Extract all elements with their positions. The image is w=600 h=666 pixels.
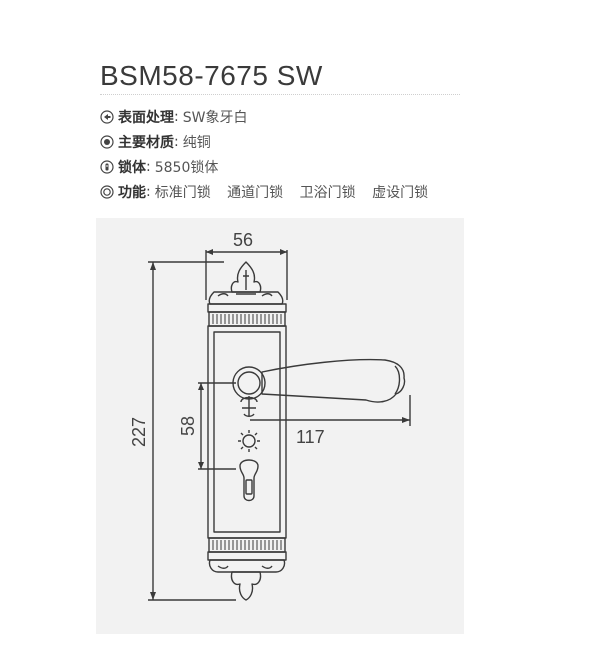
lever-handle [261, 358, 406, 403]
material-icon [100, 134, 114, 149]
decorative-emblem [240, 396, 258, 417]
spec-material: 主要材质: 纯铜 [100, 129, 440, 154]
handle-arrow [402, 417, 410, 423]
width-dimension-label: 56 [233, 230, 253, 250]
lock-technical-drawing: 56 117 227 58 [129, 230, 411, 601]
spec-colon: : [174, 133, 179, 150]
spec-lock-body-label: 锁体 [118, 159, 146, 176]
title-divider [100, 94, 460, 95]
finial-detail [243, 270, 249, 290]
handle-rose-inner [237, 371, 261, 395]
product-title: BSM58-7675 SW [100, 60, 323, 91]
flower-petals [238, 430, 260, 452]
spec-finish: 表面处理: SW象牙白 [100, 104, 440, 129]
bottom-finial [230, 571, 262, 601]
backplate-inner-border [213, 331, 281, 533]
comb-teeth [212, 314, 282, 324]
backplate [207, 325, 287, 539]
function-icon [100, 184, 114, 199]
spec-colon: : [146, 183, 151, 200]
function-option: 通道门锁 [227, 184, 284, 201]
spec-finish-label: 表面处理 [118, 109, 174, 126]
spec-material-label: 主要材质 [118, 134, 174, 151]
spec-list: 表面处理: SW象牙白 主要材质: 纯铜 锁体: 5850锁体 功能: 标准门锁… [100, 104, 440, 204]
spec-function-value: 标准门锁 通道门锁 卫浴门锁 虚设门锁 [155, 182, 440, 202]
capital-scroll [217, 293, 273, 297]
keyhole-slot [245, 479, 253, 495]
comb-band [208, 311, 286, 327]
capital-band [207, 303, 287, 313]
spec-function: 功能: 标准门锁 通道门锁 卫浴门锁 虚设门锁 [100, 179, 440, 204]
decorative-flower [242, 434, 256, 448]
function-option: 虚设门锁 [372, 184, 429, 201]
spec-finish-value: SW象牙白 [182, 109, 248, 126]
spec-lock-body-value: 5850锁体 [154, 159, 219, 176]
spec-colon: : [174, 108, 179, 125]
bottom-capital-band [207, 551, 287, 561]
bottom-comb-teeth [212, 540, 282, 550]
finish-icon [100, 109, 114, 124]
bottom-capital-scroll [217, 565, 273, 569]
lever-handle-tip-detail [394, 365, 401, 395]
spec-function-label: 功能 [118, 184, 146, 201]
center-distance-dimension-label: 58 [178, 416, 198, 436]
keyhole [239, 459, 259, 502]
height-dimension-label: 227 [129, 417, 149, 447]
spec-lock-body: 锁体: 5850锁体 [100, 154, 440, 179]
lock-body-icon [100, 159, 114, 174]
bottom-capital [208, 559, 286, 573]
handle-length-dimension-label: 117 [296, 427, 325, 447]
spec-colon: : [146, 158, 151, 175]
technical-drawing-panel: 56 117 227 58 [96, 218, 464, 634]
function-option: 卫浴门锁 [299, 184, 356, 201]
bottom-comb-band [208, 537, 286, 553]
spec-material-value: 纯铜 [182, 134, 211, 151]
function-option: 标准门锁 [154, 184, 211, 201]
